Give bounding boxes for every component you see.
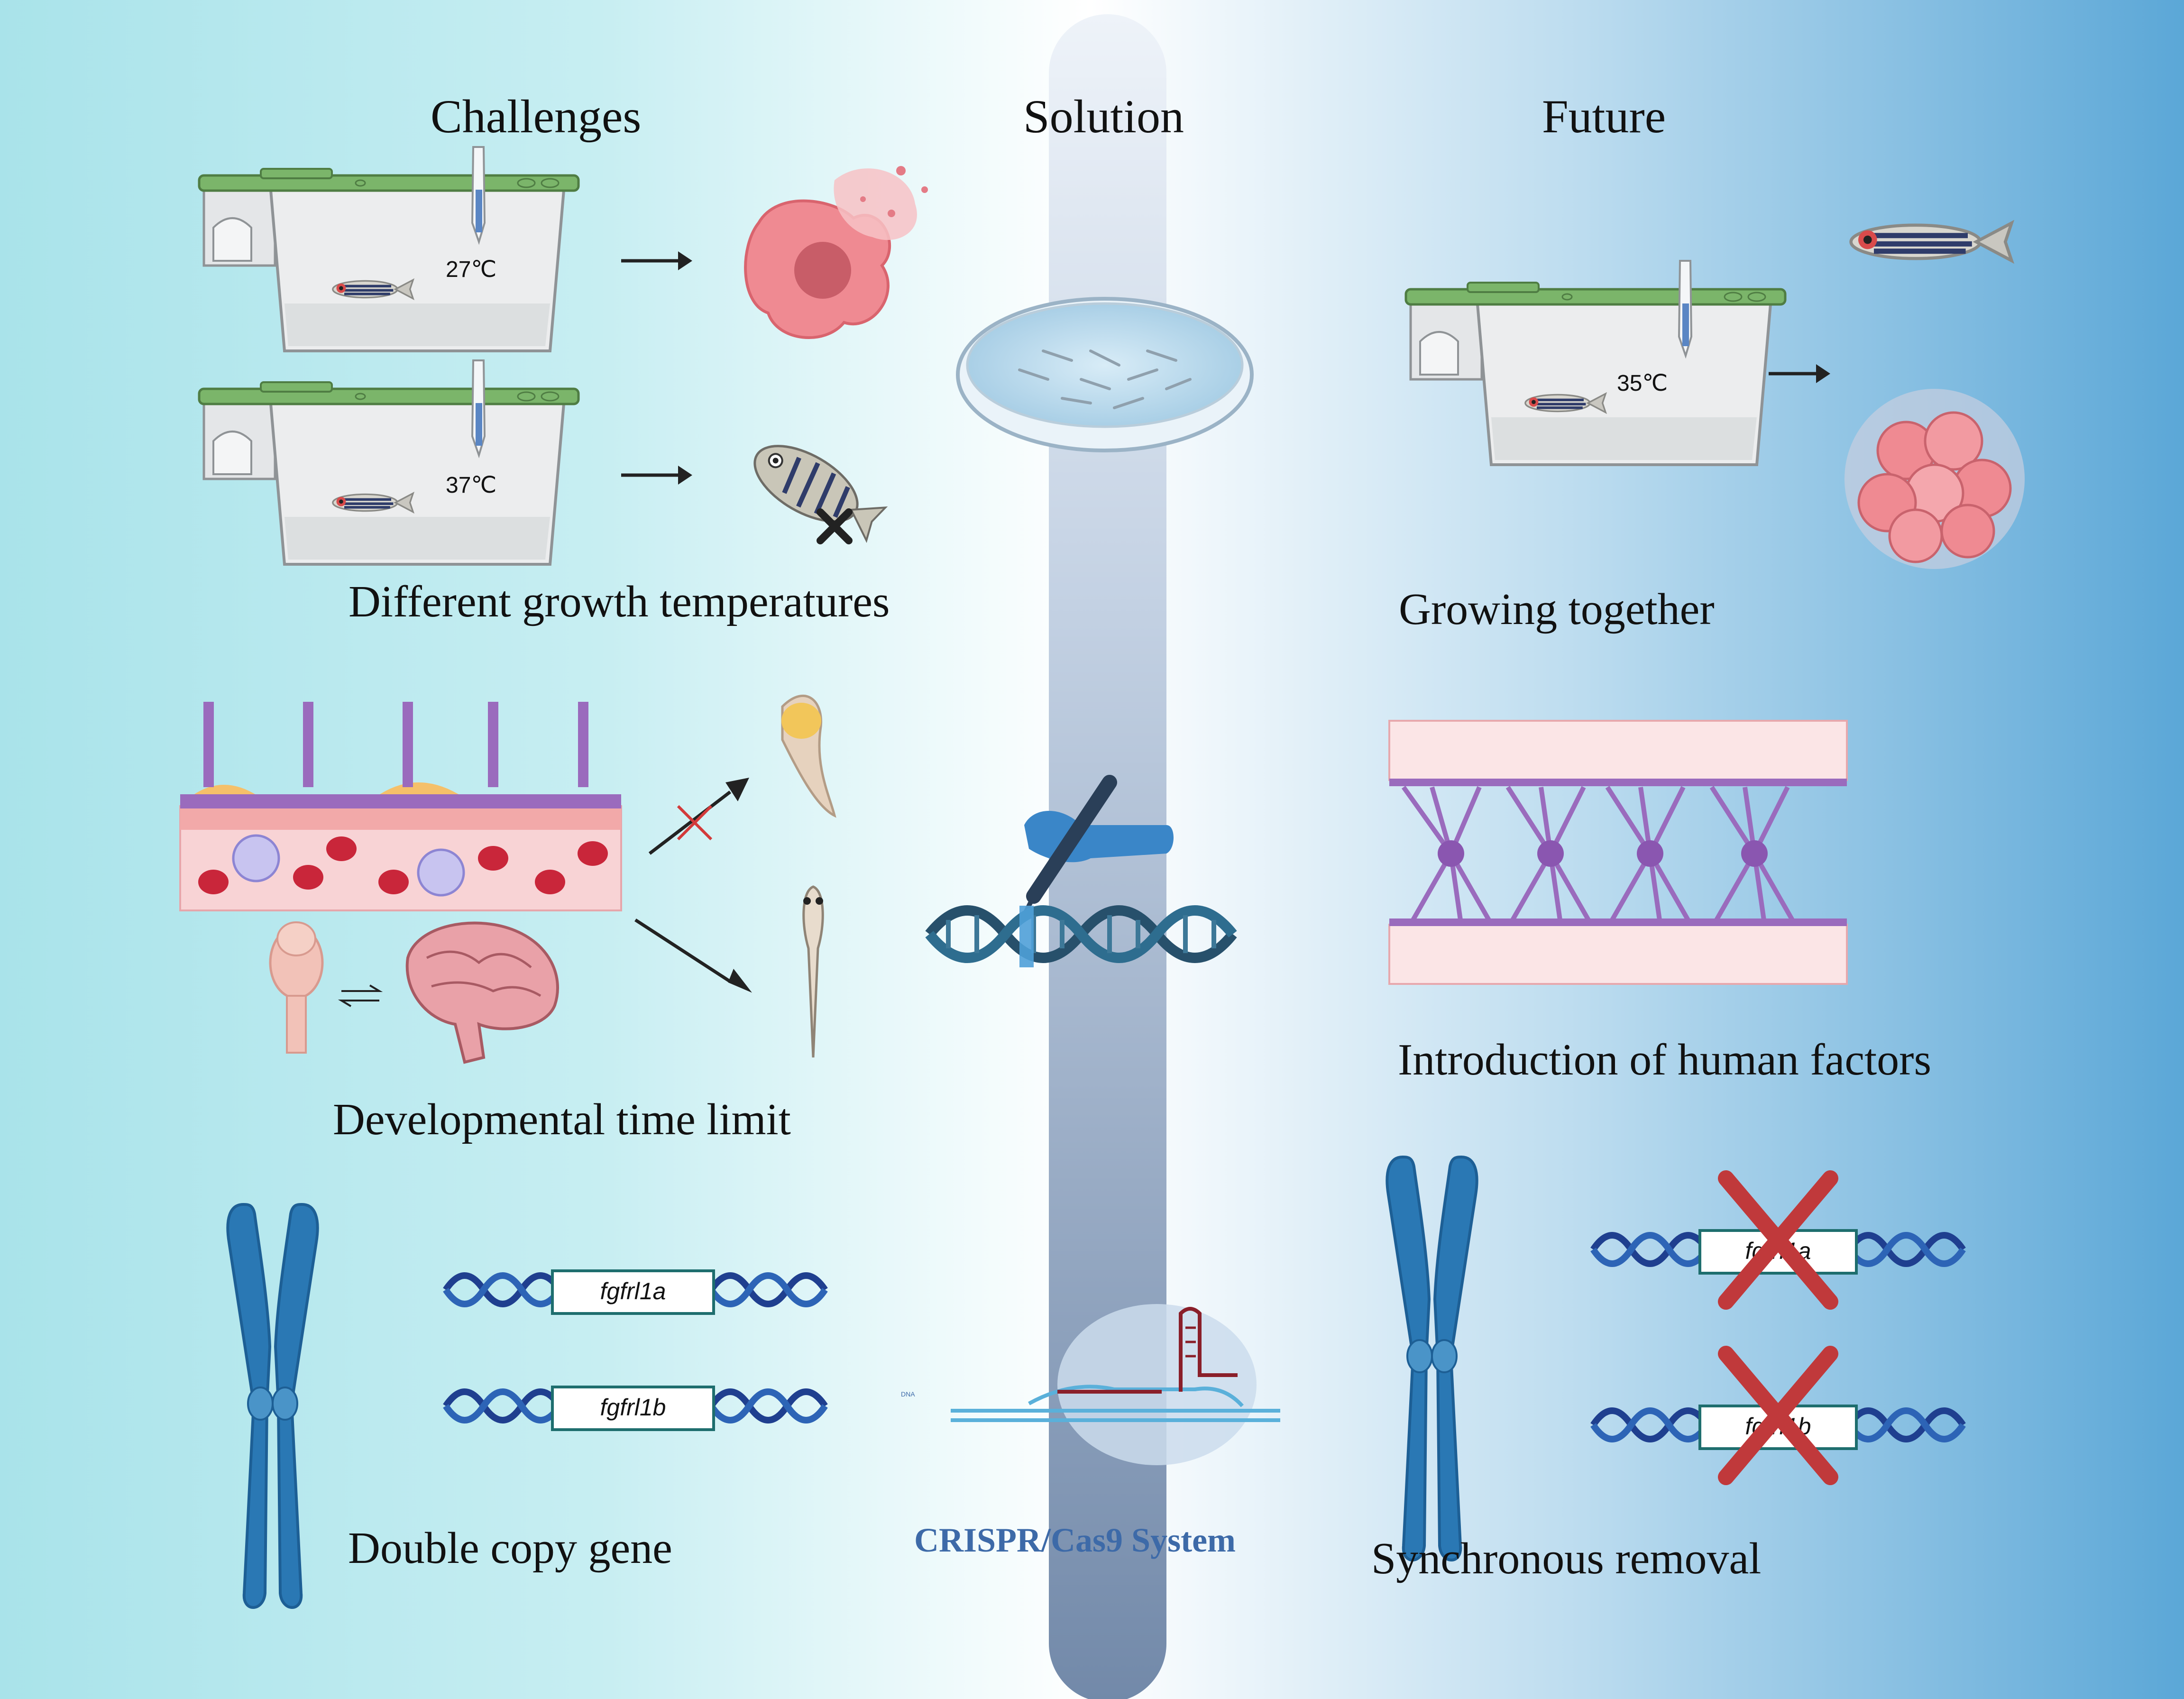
temperature-27: 27℃ <box>446 257 497 282</box>
caption-double-copy-gene: Double copy gene <box>348 1524 672 1573</box>
knockout-cross-icon <box>1718 1346 1838 1485</box>
temperature-37: 37℃ <box>446 473 497 498</box>
caption-growing-together: Growing together <box>1399 585 1715 634</box>
caption-growth-temperatures: Different growth temperatures <box>349 577 890 626</box>
temperature-35: 35℃ <box>1617 371 1668 396</box>
knockout-cross-icon <box>1718 1170 1838 1310</box>
equilibrium-arrows-icon <box>338 984 383 1007</box>
arrow-icon <box>1769 364 1830 383</box>
dna-helix-icon <box>925 905 1237 967</box>
header-future: Future <box>1542 90 1666 143</box>
tumor-spheroid-icon <box>1844 389 2025 569</box>
zebrafish-embryo-icon <box>781 695 836 818</box>
gene-fgfrl1a: fgfrl1a <box>446 1269 825 1315</box>
caption-synchronous-removal: Synchronous removal <box>1371 1534 1762 1583</box>
dead-fish-icon <box>753 445 888 543</box>
arrow-icon <box>634 918 752 993</box>
death-cross-icon <box>817 508 853 544</box>
crispr-cas9-icon <box>951 1304 1280 1465</box>
blocked-arrow-icon <box>648 778 749 855</box>
zebrafish-larva-icon <box>802 885 824 1058</box>
gene-label: fgfrl1a <box>600 1278 666 1304</box>
gene-knockout-b: fgfrl1b <box>1593 1346 1963 1485</box>
caption-human-factors: Introduction of human factors <box>1398 1035 1932 1084</box>
petri-dish-icon <box>956 297 1254 452</box>
dna-tag-label: DNA <box>901 1390 915 1398</box>
neural-vessel-icon <box>1388 720 1848 985</box>
gene-fgfrl1b: fgfrl1b <box>446 1386 825 1431</box>
human-brain-icon <box>405 921 559 1064</box>
gene-label: fgfrl1b <box>600 1394 666 1421</box>
header-solution: Solution <box>1023 90 1184 143</box>
arrow-icon <box>621 251 692 485</box>
caption-developmental-time-limit: Developmental time limit <box>333 1095 791 1144</box>
zebrafish-brain-icon <box>269 921 324 1054</box>
gene-knockout-a: fgfrl1a <box>1593 1170 1963 1310</box>
future-panel-bg <box>1091 0 2184 1699</box>
crispr-system-label: CRISPR/Cas9 System <box>914 1521 1236 1559</box>
header-challenges: Challenges <box>431 90 642 143</box>
blood-brain-barrier-icon <box>179 702 622 911</box>
tumor-cell-icon <box>744 166 928 340</box>
